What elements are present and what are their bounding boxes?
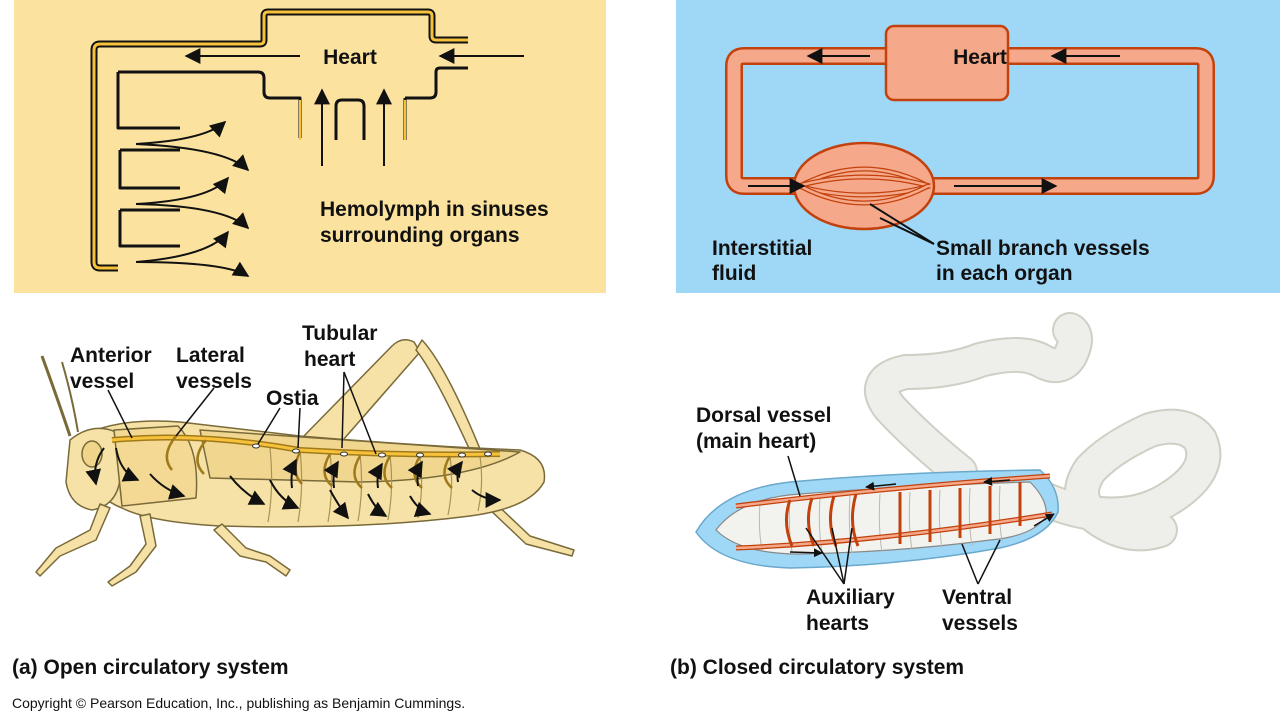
- sinus-arrow-2: [135, 143, 250, 172]
- ostia-openings: [252, 443, 492, 458]
- auxiliary-hearts-label-2: hearts: [806, 612, 869, 635]
- ventral-vessels-label-1: Ventral: [942, 586, 1012, 609]
- copyright-notice: Copyright © Pearson Education, Inc., pub…: [12, 695, 465, 711]
- ventral-vessels-label-2: vessels: [942, 612, 1018, 635]
- open-flow-arrows: [135, 48, 524, 277]
- worm-pointer-lines: [787, 455, 1001, 585]
- dorsal-vessel-label-1: Dorsal vessel: [696, 404, 831, 427]
- sinus-arrow-5: [135, 230, 229, 263]
- interstitial-label-line-1: Interstitial: [712, 237, 812, 260]
- small-branch-label-line-2: in each organ: [936, 262, 1073, 285]
- lateral-vessels-label-2: vessels: [176, 370, 252, 393]
- caption-open-system: (a) Open circulatory system: [12, 656, 289, 679]
- hemolymph-label-line-1: Hemolymph in sinuses: [320, 198, 549, 221]
- heart-label-a: Heart: [323, 46, 377, 69]
- anterior-vessel-label-1: Anterior: [70, 344, 152, 367]
- tubular-heart-label-2: heart: [304, 348, 355, 371]
- caption-closed-system: (b) Closed circulatory system: [670, 656, 964, 679]
- auxiliary-hearts-label-1: Auxiliary: [806, 586, 895, 609]
- hemolymph-label-line-2: surrounding organs: [320, 224, 520, 247]
- capillary-bed: [792, 141, 936, 231]
- anterior-vessel-label-2: vessel: [70, 370, 134, 393]
- sinus-arrow-4: [135, 203, 250, 230]
- grasshopper-vessels: [111, 434, 501, 489]
- dorsal-vessel-label-2: (main heart): [696, 430, 816, 453]
- panel-a-background: [14, 0, 606, 293]
- panel-b-schematic: Heart Interstitial fluid Small branch ve…: [676, 0, 1280, 293]
- ostia-label: Ostia: [266, 387, 319, 410]
- closed-flow-arrows: [748, 48, 1120, 245]
- open-vessel-outline: [90, 8, 468, 272]
- sinus-arrow-1: [135, 120, 227, 145]
- grasshopper-pointer-lines: [107, 371, 377, 455]
- lateral-vessels-label-1: Lateral: [176, 344, 245, 367]
- interstitial-label-line-2: fluid: [712, 262, 756, 285]
- heart-label-b: Heart: [953, 46, 1007, 69]
- sinus-arrow-6: [135, 261, 250, 277]
- panel-a-schematic: Heart Hemolymph in sinuses surrounding o…: [14, 0, 606, 293]
- sinus-arrow-3: [135, 176, 230, 205]
- grasshopper-flow-arrows: [85, 447, 502, 520]
- closed-heart-chamber: [884, 24, 1010, 102]
- worm-flow-arrows: [789, 476, 1055, 558]
- tubular-heart-label-1: Tubular: [302, 322, 377, 345]
- earthworm-illustration: [695, 312, 1222, 585]
- small-branch-label-line-1: Small branch vessels: [936, 237, 1150, 260]
- branch-pointer-1: [869, 203, 935, 245]
- branch-pointer-2: [879, 217, 935, 245]
- closed-vessel-loop: [725, 47, 1215, 195]
